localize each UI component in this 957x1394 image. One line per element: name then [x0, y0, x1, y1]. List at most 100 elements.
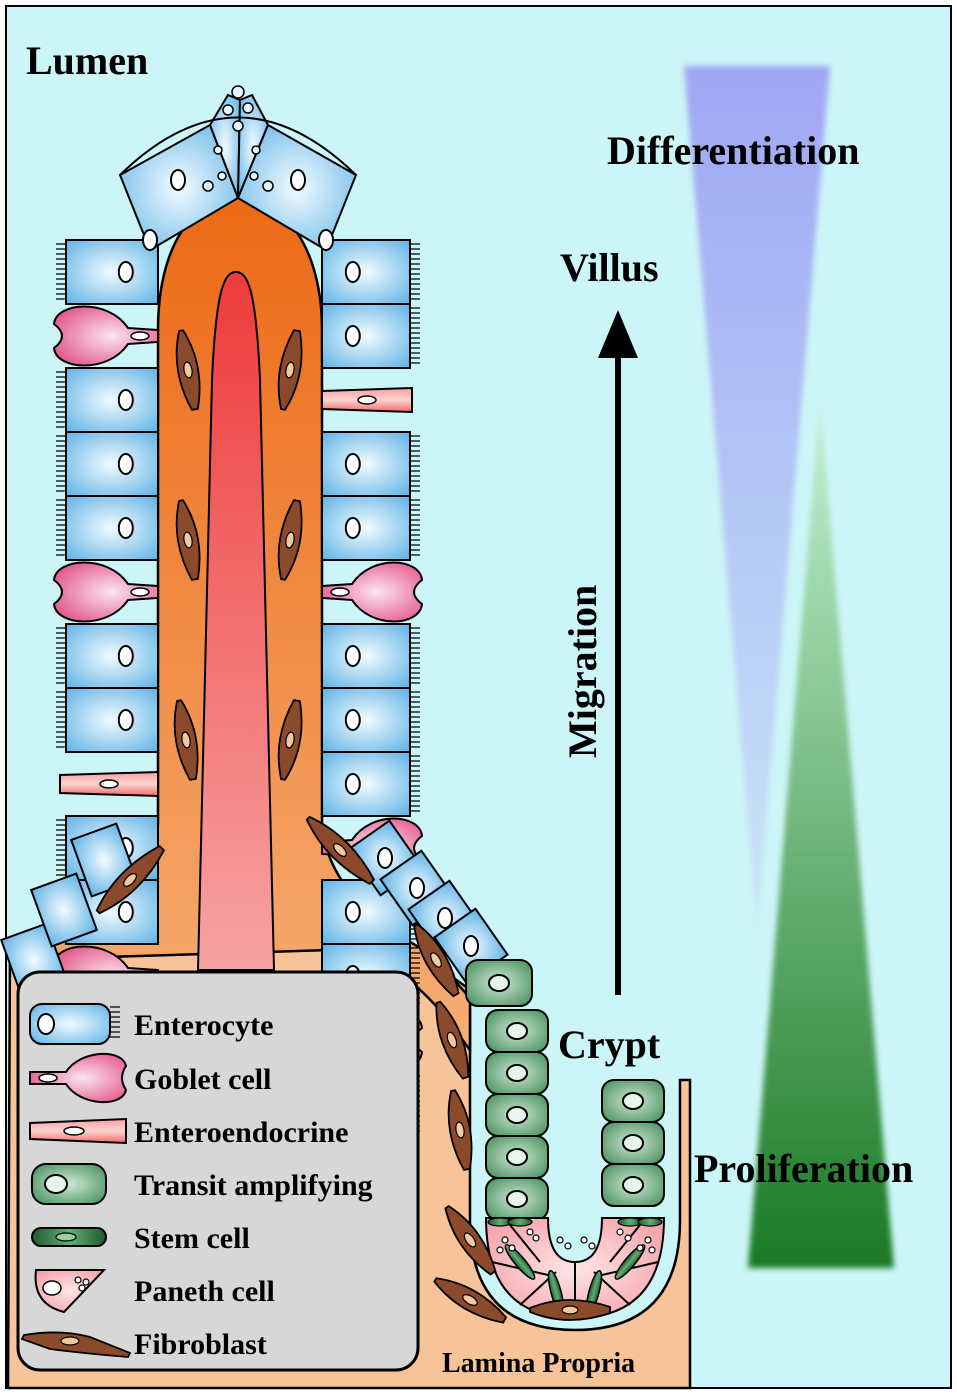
enterocyte-body: [65, 431, 159, 497]
paneth-cell-icon-nucleus: [42, 1280, 62, 1296]
enterocyte: [56, 623, 159, 689]
enterocyte-nucleus: [117, 261, 134, 283]
enteroendocrine-cell: [59, 770, 159, 798]
brush-border: [410, 627, 420, 684]
paneth-granule: [580, 1236, 588, 1244]
paneth-granule: [616, 1228, 624, 1236]
paneth-granule: [496, 1246, 504, 1254]
fibroblast: [95, 844, 166, 915]
enterocyte-nucleus: [344, 773, 361, 795]
goblet-cell: [52, 561, 159, 623]
legend-item: Fibroblast: [20, 1328, 267, 1361]
fibroblast: [173, 699, 199, 781]
fibroblast-nucleus: [462, 1294, 478, 1306]
brush-border: [410, 755, 420, 812]
shed-vesicle: [222, 104, 234, 116]
brush-border: [410, 435, 420, 492]
paneth-granule: [501, 1236, 509, 1244]
legend-item-label: Stem cell: [134, 1222, 250, 1255]
goblet-icon: [29, 1053, 128, 1103]
legend-item-label: Paneth cell: [134, 1275, 275, 1308]
paneth-granule: [556, 1236, 564, 1244]
enterocyte: [321, 303, 420, 369]
enterocyte-body: [65, 623, 159, 689]
brush-border: [56, 435, 66, 492]
enterocyte-body: [321, 303, 411, 369]
fibroblast-nucleus: [455, 1121, 465, 1139]
enterocyte-body: [321, 495, 411, 561]
legend-item-label: Goblet cell: [134, 1063, 271, 1096]
enterocyte-nucleus: [344, 261, 361, 283]
shed-vesicle: [213, 145, 223, 155]
enterocyte-nucleus: [344, 517, 361, 539]
enterocyte-nucleus: [117, 389, 134, 411]
paneth-granule: [82, 1278, 90, 1286]
legend-item: Stem cell: [31, 1222, 250, 1255]
goblet-body: [321, 561, 424, 623]
transit-amplifying-nucleus: [622, 1176, 644, 1194]
paneth-granule: [564, 1242, 572, 1250]
goblet-icon-nucleus: [38, 1073, 58, 1083]
brush-border: [56, 691, 66, 748]
enterocyte: [321, 431, 420, 497]
enterocyte-icon-brush: [110, 1006, 120, 1038]
enterocyte-body: [321, 431, 411, 497]
enterocyte: [321, 495, 420, 561]
paneth-granule: [78, 1284, 86, 1292]
legend-item-label: Transit amplifying: [134, 1169, 373, 1202]
enterocyte: [56, 687, 159, 753]
enterocyte-icon: [29, 1003, 111, 1045]
enterocyte-nucleus: [117, 453, 134, 475]
enterocyte-nucleus: [117, 517, 134, 539]
enteroendocrine-nucleus: [99, 779, 119, 789]
enterocyte: [29, 872, 99, 948]
brush-border: [410, 499, 420, 556]
goblet-body: [52, 561, 159, 623]
enterocyte-icon-nucleus: [37, 1013, 55, 1035]
transit-amplifying-nucleus: [506, 1106, 528, 1124]
shed-vesicle: [217, 171, 227, 181]
brush-border: [410, 307, 420, 364]
fibroblast-icon: [20, 1331, 132, 1358]
enterocyte-nucleus: [290, 169, 306, 191]
enterocyte: [321, 751, 420, 817]
enterocyte: [56, 367, 159, 433]
fibroblast-nucleus: [463, 1232, 477, 1248]
stem-cell: [637, 1217, 663, 1227]
fibroblast-nucleus: [430, 952, 442, 968]
fibroblast-body: [305, 815, 376, 886]
goblet-body: [52, 305, 159, 367]
crypt-epithelium: [465, 959, 666, 1320]
fibroblast: [277, 329, 303, 411]
fibroblast-nucleus: [123, 873, 137, 887]
cell-boundary: [505, 1219, 541, 1263]
enterocyte-nucleus: [117, 709, 134, 731]
fibroblast-nucleus: [183, 361, 193, 379]
enterocyte-nucleus: [344, 709, 361, 731]
differentiation-label: Differentiation: [607, 128, 860, 173]
enterocyte-nucleus: [377, 847, 393, 869]
enterocyte-body: [65, 687, 159, 753]
enterocyte-body: [65, 367, 159, 433]
enterocyte: [56, 495, 159, 561]
brush-border: [56, 371, 66, 428]
paneth-granule: [588, 1242, 596, 1250]
enterocyte-nucleus: [344, 325, 361, 347]
fibroblast: [277, 699, 303, 781]
enterocyte-body: [321, 687, 411, 753]
enterocyte-nucleus: [463, 935, 479, 957]
brush-border: [56, 819, 66, 876]
transit-amplifying-cell: [601, 1079, 665, 1123]
lumen-label: Lumen: [26, 38, 148, 83]
villus-label: Villus: [560, 245, 659, 290]
fibroblast-nucleus: [181, 731, 191, 749]
paneth-granule: [526, 1228, 534, 1236]
fibroblast-body: [95, 844, 166, 915]
enterocyte: [321, 623, 420, 689]
goblet-cell: [321, 561, 424, 623]
legend-item: Enteroendocrine: [29, 1116, 348, 1149]
goblet-nucleus: [130, 331, 150, 341]
transit-amplifying-nucleus: [622, 1134, 644, 1152]
